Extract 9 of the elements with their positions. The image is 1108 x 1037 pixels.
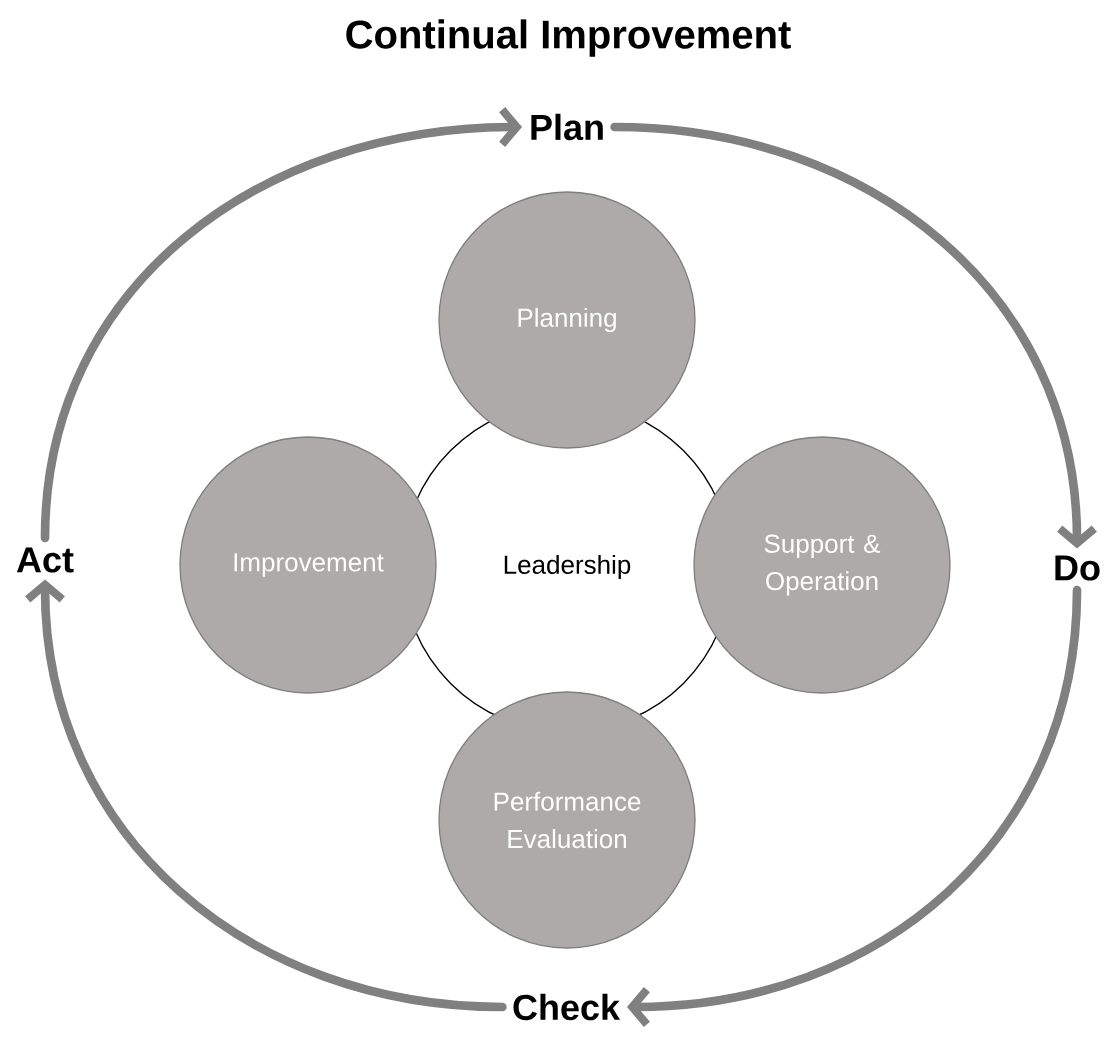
cycle-arrow (40, 107, 523, 543)
cycle-stage-label: Do (1055, 555, 1100, 581)
cycle-arrow (25, 579, 507, 1012)
cycle-stage-label: Act (16, 547, 74, 573)
title: Continual Improvement (346, 19, 791, 57)
cycle-arrow (610, 122, 1097, 549)
cycle-stage-label: Check (513, 993, 621, 1021)
cycle-stage-label: Plan (531, 113, 603, 141)
cycle-arrow (626, 585, 1082, 1027)
